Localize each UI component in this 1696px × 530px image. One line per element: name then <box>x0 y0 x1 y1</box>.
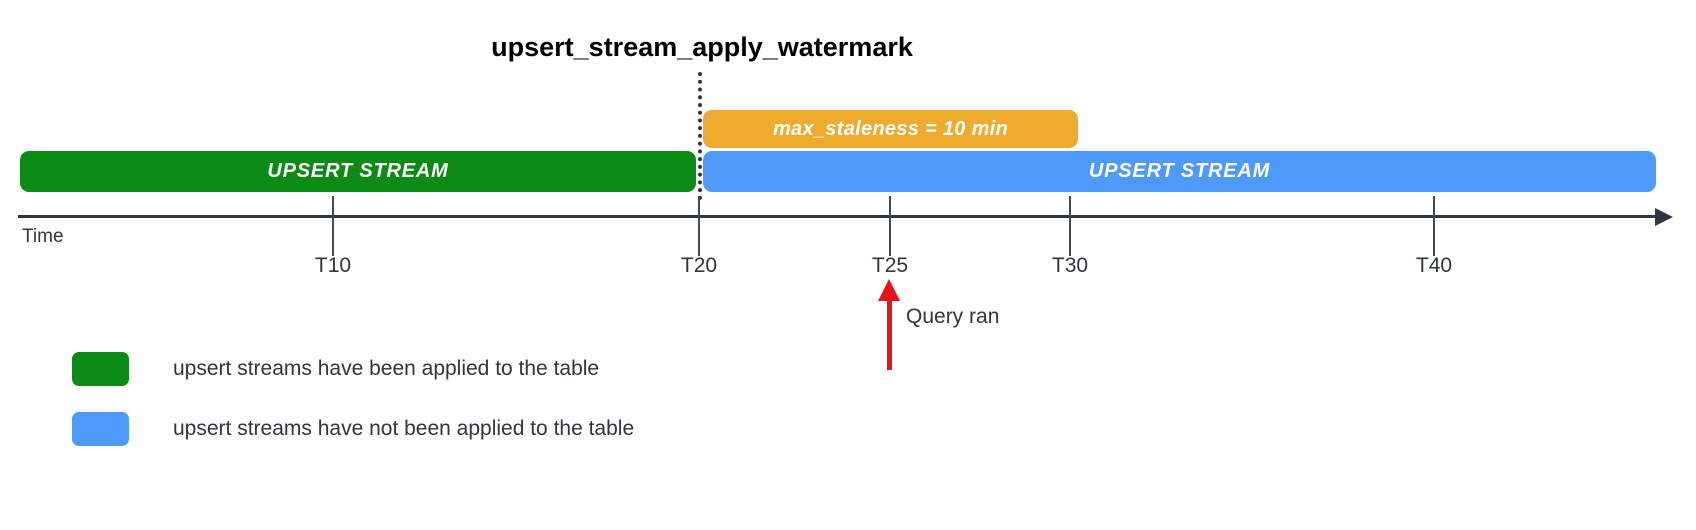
axis-tick-t10 <box>332 196 334 256</box>
query-ran-label: Query ran <box>906 305 1000 328</box>
legend-swatch-green <box>72 352 129 386</box>
max-staleness-bar: max_staleness = 10 min <box>703 110 1078 148</box>
query-ran-arrow-shaft <box>887 295 892 370</box>
legend-label-applied: upsert streams have been applied to the … <box>173 357 600 380</box>
axis-tick-t30 <box>1069 196 1071 256</box>
axis-tick-label-t40: T40 <box>1415 254 1453 277</box>
axis-tick-t40 <box>1433 196 1435 256</box>
upsert-stream-applied-label: UPSERT STREAM <box>267 160 449 182</box>
axis-tick-label-t25: T25 <box>871 254 909 277</box>
legend-label-not-applied: upsert streams have not been applied to … <box>173 417 635 440</box>
axis-tick-label-t20: T20 <box>680 254 718 277</box>
upsert-stream-not-applied-bar: UPSERT STREAM <box>703 151 1656 192</box>
time-axis-line <box>18 215 1662 218</box>
axis-tick-label-t30: T30 <box>1051 254 1089 277</box>
axis-tick-t20 <box>698 196 700 256</box>
axis-tick-label-t10: T10 <box>314 254 352 277</box>
time-axis-label: Time <box>22 226 64 247</box>
max-staleness-bar-label: max_staleness = 10 min <box>772 117 1009 140</box>
legend-swatch-blue <box>72 412 129 446</box>
query-ran-arrow-icon <box>878 279 900 301</box>
upsert-stream-applied-bar: UPSERT STREAM <box>20 151 696 192</box>
watermark-dotted-line <box>698 72 702 200</box>
legend-item-not-applied: upsert streams have not been applied to … <box>72 412 634 446</box>
axis-tick-t25 <box>889 196 891 256</box>
page-title: upsert_stream_apply_watermark <box>491 32 913 62</box>
legend-item-applied: upsert streams have been applied to the … <box>72 352 599 386</box>
upsert-stream-not-applied-label: UPSERT STREAM <box>1088 160 1271 182</box>
time-axis-arrow-icon <box>1655 208 1673 226</box>
